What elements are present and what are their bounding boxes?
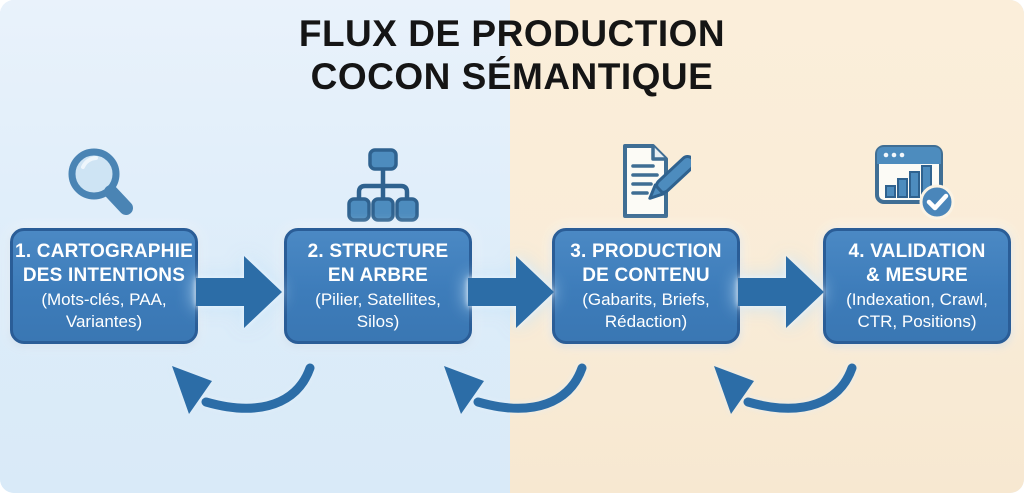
- tree-structure-icon: [346, 148, 420, 224]
- step-heading: 3. PRODUCTION: [570, 241, 722, 262]
- step-subtext: Rédaction): [604, 312, 688, 331]
- step-heading: 2. STRUCTURE: [307, 241, 449, 262]
- step-box-2: 2. STRUCTURE EN ARBRE (Pilier, Satellite…: [284, 228, 472, 344]
- step-heading: DES INTENTIONS: [22, 265, 186, 286]
- step-heading: EN ARBRE: [327, 265, 429, 286]
- feedback-loop-arrow-icon: [432, 358, 592, 430]
- page-title-line1: FLUX DE PRODUCTION: [298, 13, 726, 54]
- feedback-loop-arrow-icon: [160, 358, 320, 430]
- analytics-check-icon: [873, 143, 957, 223]
- step-heading: 4. VALIDATION: [848, 241, 986, 262]
- feedback-loop-arrow-icon: [702, 358, 862, 430]
- step-subtext: (Mots-clés, PAA,: [41, 290, 167, 309]
- step-subtext: Variantes): [65, 312, 143, 331]
- flow-arrow-right-icon: [468, 250, 556, 334]
- step-subtext: (Indexation, Crawl,: [846, 290, 988, 309]
- step-subtext: (Gabarits, Briefs,: [582, 290, 710, 309]
- page-title: FLUX DE PRODUCTION COCON SÉMANTIQUE: [0, 12, 1024, 98]
- document-pen-icon: [613, 142, 691, 224]
- flow-arrow-right-icon: [196, 250, 284, 334]
- step-box-1: 1. CARTOGRAPHIE DES INTENTIONS (Mots-clé…: [10, 228, 198, 344]
- flow-arrow-right-icon: [738, 250, 826, 334]
- step-box-3: 3. PRODUCTION DE CONTENU (Gabarits, Brie…: [552, 228, 740, 344]
- step-subtext: CTR, Positions): [857, 312, 977, 331]
- page-title-line2: COCON SÉMANTIQUE: [310, 56, 714, 97]
- step-heading: & MESURE: [866, 265, 968, 286]
- step-heading: DE CONTENU: [582, 265, 710, 286]
- step-box-4: 4. VALIDATION & MESURE (Indexation, Craw…: [823, 228, 1011, 344]
- step-heading: 1. CARTOGRAPHIE: [15, 241, 193, 262]
- step-subtext: Silos): [356, 312, 400, 331]
- step-subtext: (Pilier, Satellites,: [315, 290, 441, 309]
- magnifier-icon: [60, 143, 142, 227]
